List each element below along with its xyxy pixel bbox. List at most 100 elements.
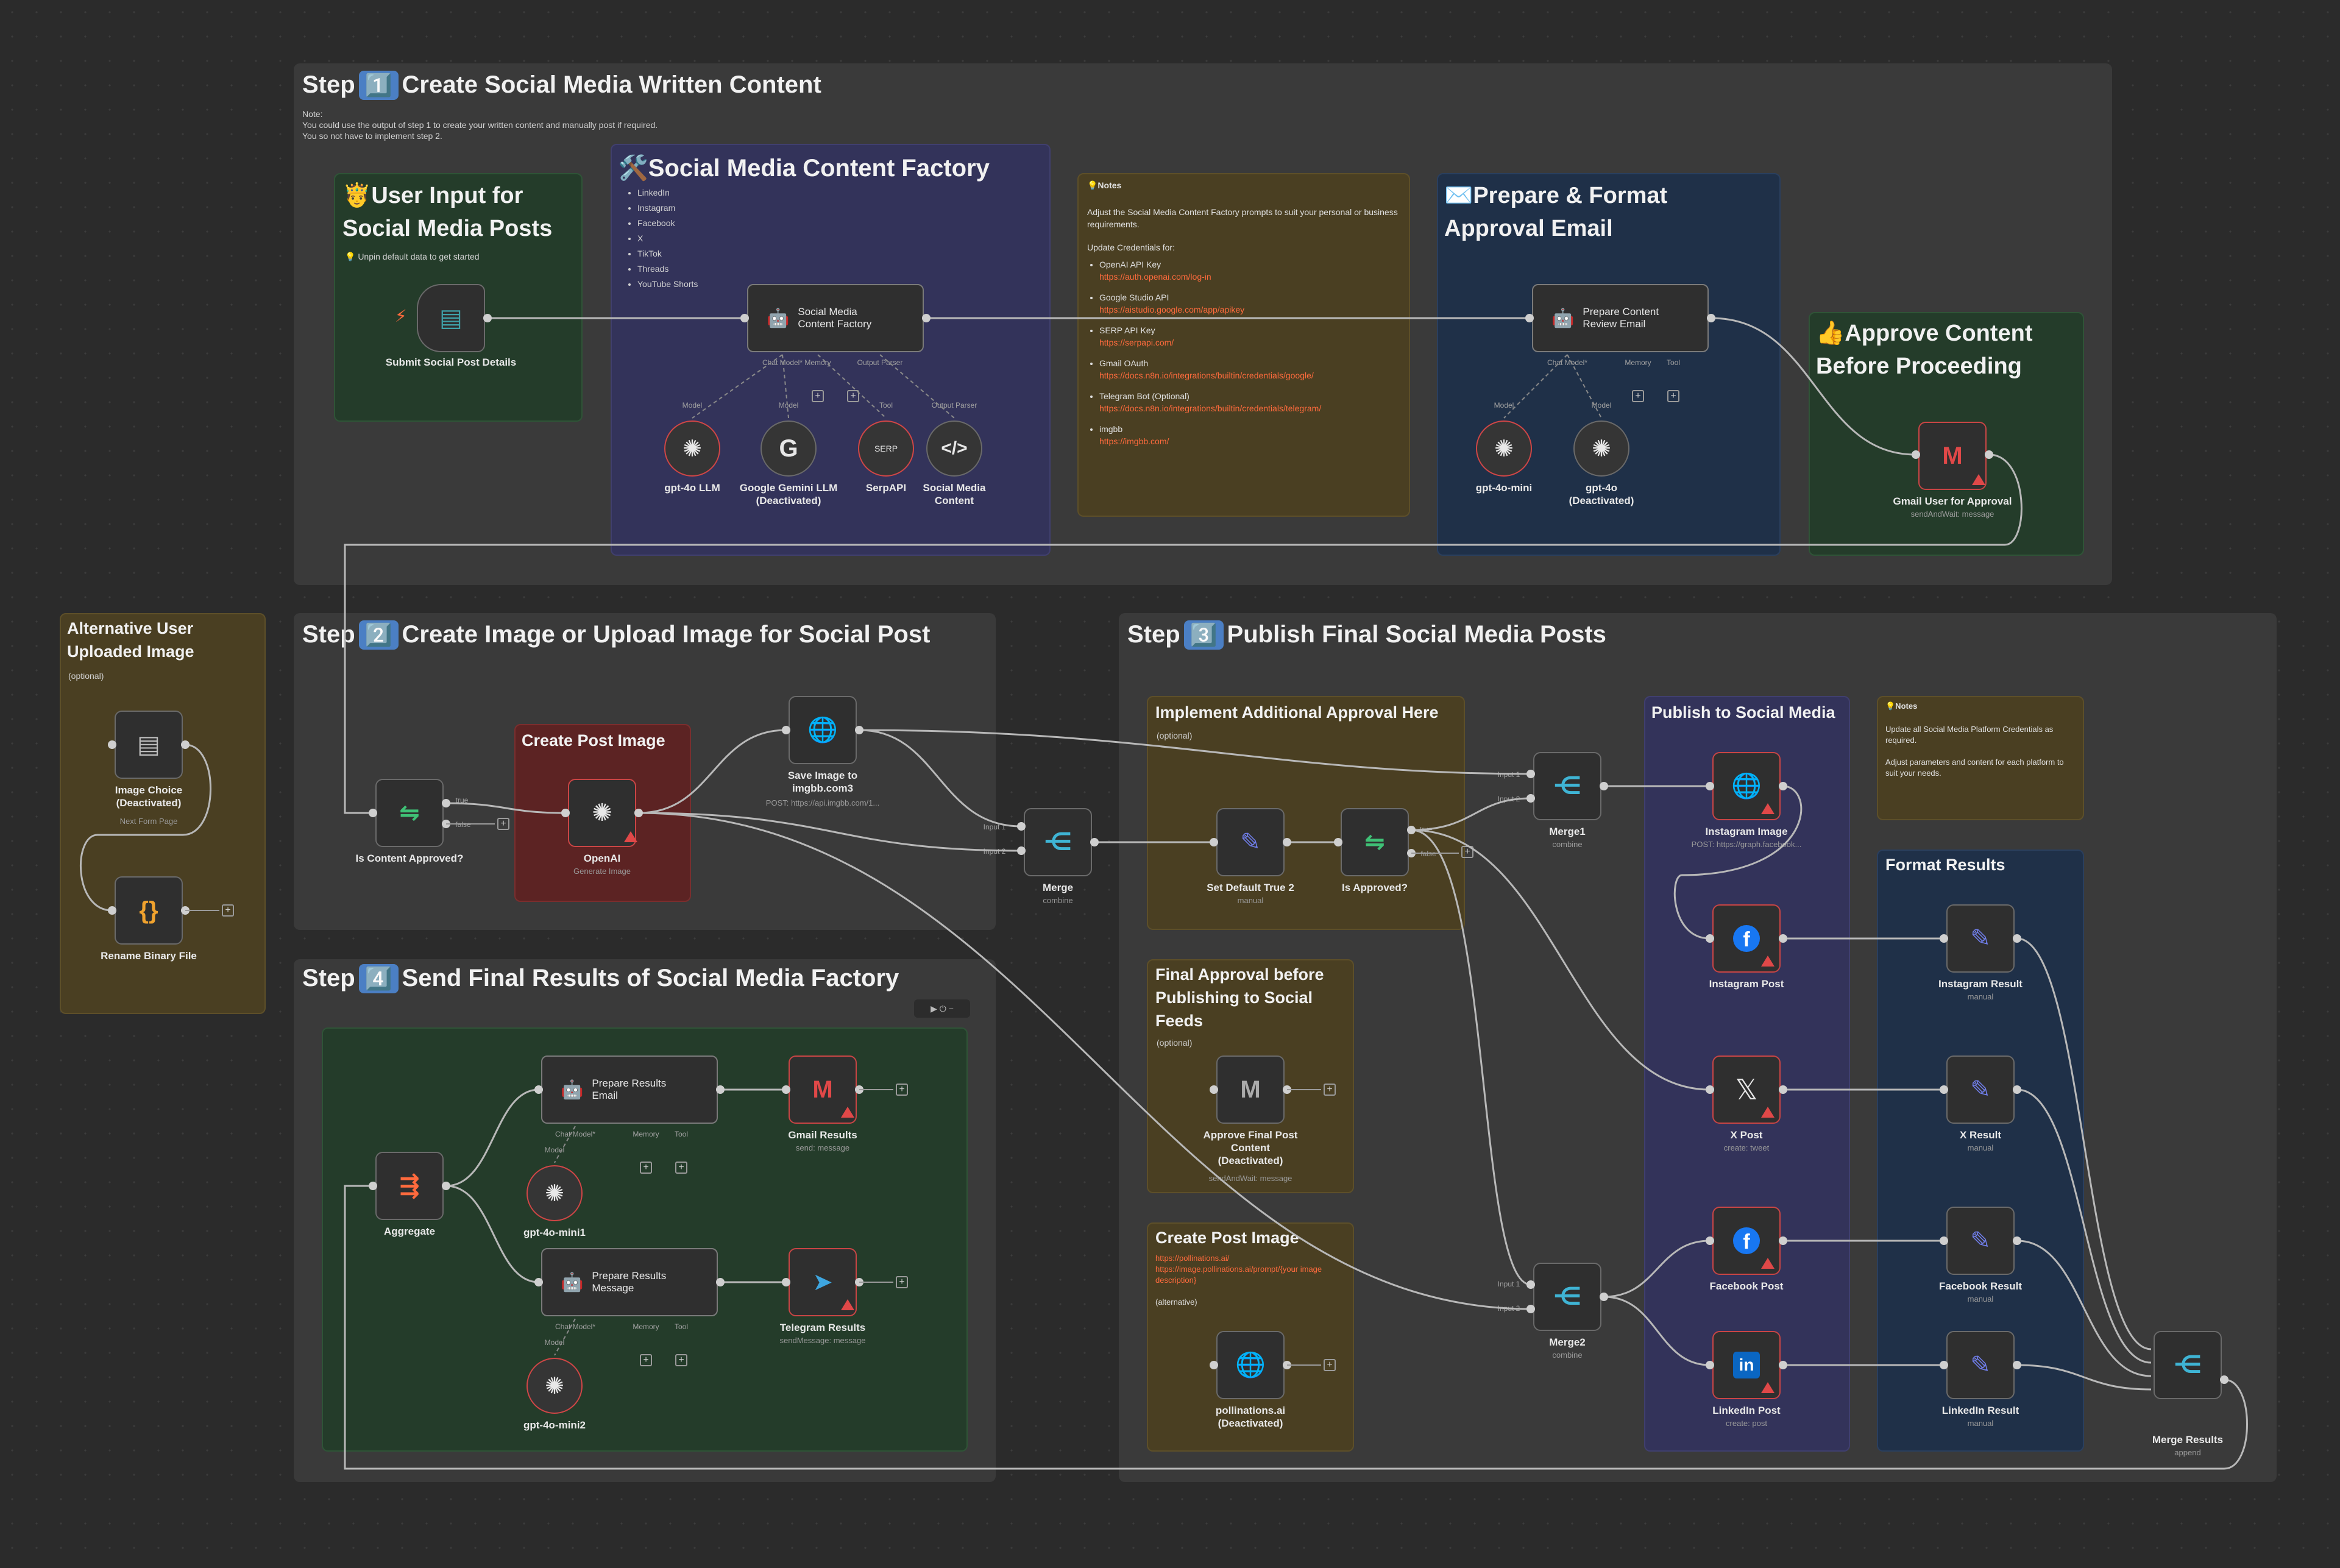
output-parser-node[interactable]: </> <box>926 420 982 477</box>
gpt4o-node[interactable]: ✺ <box>1573 420 1629 477</box>
add-node-button[interactable]: + <box>896 1276 908 1288</box>
instagram-post-node[interactable]: f <box>1712 904 1781 973</box>
port-true: true <box>455 796 469 804</box>
gmail-results-label: Gmail Results <box>788 1129 857 1141</box>
sub-model-label: Model <box>544 1338 565 1347</box>
linkedin-post-label: LinkedIn Post <box>1712 1405 1781 1416</box>
save-imgbb-node[interactable]: 🌐 <box>789 696 857 764</box>
wire-aggregate-email <box>445 1088 539 1187</box>
gmail-results-sub: send: message <box>795 1143 850 1152</box>
wire-xres-merge <box>2016 1088 2152 1364</box>
alt-title: Alternative User Uploaded Image <box>67 619 194 661</box>
globe-icon: 🌐 <box>807 717 838 743</box>
x-post-label: X Post <box>1730 1129 1763 1141</box>
add-node-button[interactable]: + <box>896 1084 908 1096</box>
port-tool: Tool <box>1666 358 1681 367</box>
merge-node[interactable]: ⋲ <box>1024 808 1092 876</box>
gemini-llm-label: Google Gemini LLM (Deactivated) <box>739 482 838 506</box>
form-trigger-node[interactable]: ▤ <box>417 284 485 352</box>
output-parser-label: Social Media Content <box>923 482 986 506</box>
is-approved-node[interactable]: ⇋ <box>1341 808 1409 876</box>
warning-icon <box>624 831 637 842</box>
add-memory-button[interactable]: + <box>640 1354 652 1366</box>
wire-factory-gpt <box>692 354 783 419</box>
add-node-button[interactable]: + <box>1324 1084 1336 1096</box>
additional-approval-group[interactable] <box>1147 696 1465 930</box>
add-memory-button[interactable]: + <box>640 1162 652 1174</box>
alt-create-image-title: Create Post Image <box>1155 1229 1299 1247</box>
prepare-email-group[interactable] <box>1437 173 1781 556</box>
pollinations-node[interactable]: 🌐 <box>1216 1331 1285 1399</box>
alt-image-group[interactable] <box>60 613 266 1014</box>
wire-approved-merge1 <box>1411 797 1531 831</box>
facebook-result-node[interactable]: ✎ <box>1946 1207 2015 1275</box>
additional-approval-optional: (optional) <box>1157 731 1193 740</box>
image-choice-node[interactable]: ▤ <box>115 711 183 779</box>
add-memory-button[interactable]: + <box>812 390 824 402</box>
wire-gmail-approved <box>344 453 2023 814</box>
pencil-icon: ✎ <box>1970 1352 1991 1378</box>
port-tool: Tool <box>674 1130 689 1138</box>
merge-results-node[interactable]: ⋲ <box>2154 1331 2222 1399</box>
factory-group[interactable] <box>611 144 1051 556</box>
wire-igres-merge <box>2016 937 2152 1350</box>
gpt4o-llm-node[interactable]: ✺ <box>664 420 720 477</box>
sub-model-label-2: Model <box>1591 401 1612 410</box>
aggregate-node[interactable]: ⇶ <box>375 1152 444 1220</box>
merge-results-sub: append <box>2174 1448 2201 1457</box>
wire-choice-rename <box>79 743 211 912</box>
facebook-post-label: Facebook Post <box>1709 1280 1784 1292</box>
serpapi-node[interactable]: SERP <box>858 420 914 477</box>
play-icon[interactable]: ▶ <box>931 1004 937 1013</box>
add-tool-button[interactable]: + <box>675 1162 687 1174</box>
linkedin-result-sub: manual <box>1967 1419 1994 1428</box>
add-tool-button[interactable]: + <box>1667 390 1679 402</box>
gemini-llm-node[interactable]: G <box>760 420 817 477</box>
group-toolbar[interactable]: ▶ ⏻ − <box>914 999 970 1018</box>
merge-icon: ⋲ <box>1553 773 1582 800</box>
merge1-node[interactable]: ⋲ <box>1533 752 1601 820</box>
globe-icon: 🌐 <box>1235 1352 1266 1378</box>
openai-icon: ✺ <box>1494 436 1514 462</box>
serpapi-label: SerpAPI <box>865 482 907 494</box>
openai-icon: ✺ <box>592 800 612 826</box>
wire-save-merge <box>859 729 1022 828</box>
robot-icon: 🤖 <box>561 1079 584 1100</box>
gpt4o-mini1-node[interactable]: ✺ <box>526 1165 583 1221</box>
add-memory-button[interactable]: + <box>1632 390 1644 402</box>
set-default-true-node[interactable]: ✎ <box>1216 808 1285 876</box>
add-node-button[interactable]: + <box>1324 1359 1336 1371</box>
notes2-content: 💡Notes Update all Social Media Platform … <box>1885 701 2064 778</box>
if-branch-icon: ⇋ <box>1364 829 1385 856</box>
prepare-review-agent[interactable]: 🤖 Prepare Content Review Email <box>1532 284 1709 352</box>
gpt4o-mini-node[interactable]: ✺ <box>1476 420 1532 477</box>
add-node-button[interactable]: + <box>497 818 509 830</box>
warning-icon <box>1761 803 1774 814</box>
merge2-node[interactable]: ⋲ <box>1533 1263 1601 1331</box>
prepare-results-message-agent[interactable]: 🤖 Prepare Results Message <box>541 1248 718 1316</box>
add-node-button[interactable]: + <box>222 904 234 917</box>
power-icon[interactable]: ⏻ <box>939 1004 946 1013</box>
gmail-icon: M <box>1942 442 1963 469</box>
facebook-icon: f <box>1733 925 1760 952</box>
warning-icon <box>1972 474 1985 485</box>
merge-icon: ⋲ <box>2173 1352 2202 1378</box>
merge-sub: combine <box>1043 896 1073 905</box>
content-factory-agent[interactable]: 🤖 Social Media Content Factory <box>747 284 924 352</box>
notes1-group[interactable] <box>1077 173 1410 517</box>
minus-icon[interactable]: − <box>948 1004 954 1013</box>
user-input-hint: 💡 Unpin default data to get started <box>345 252 480 261</box>
step1-note: Note:You could use the output of step 1 … <box>302 109 658 141</box>
add-tool-button[interactable]: + <box>847 390 859 402</box>
port-chat-model: Chat Model* <box>555 1322 596 1331</box>
x-post-sub: create: tweet <box>1723 1143 1770 1152</box>
add-tool-button[interactable]: + <box>675 1354 687 1366</box>
instagram-result-node[interactable]: ✎ <box>1946 904 2015 973</box>
warning-icon <box>841 1299 854 1310</box>
warning-icon <box>1761 956 1774 967</box>
prepare-results-email-agent[interactable]: 🤖 Prepare Results Email <box>541 1055 718 1124</box>
gpt4o-mini2-node[interactable]: ✺ <box>526 1358 583 1414</box>
notes2-group[interactable] <box>1877 696 2084 820</box>
